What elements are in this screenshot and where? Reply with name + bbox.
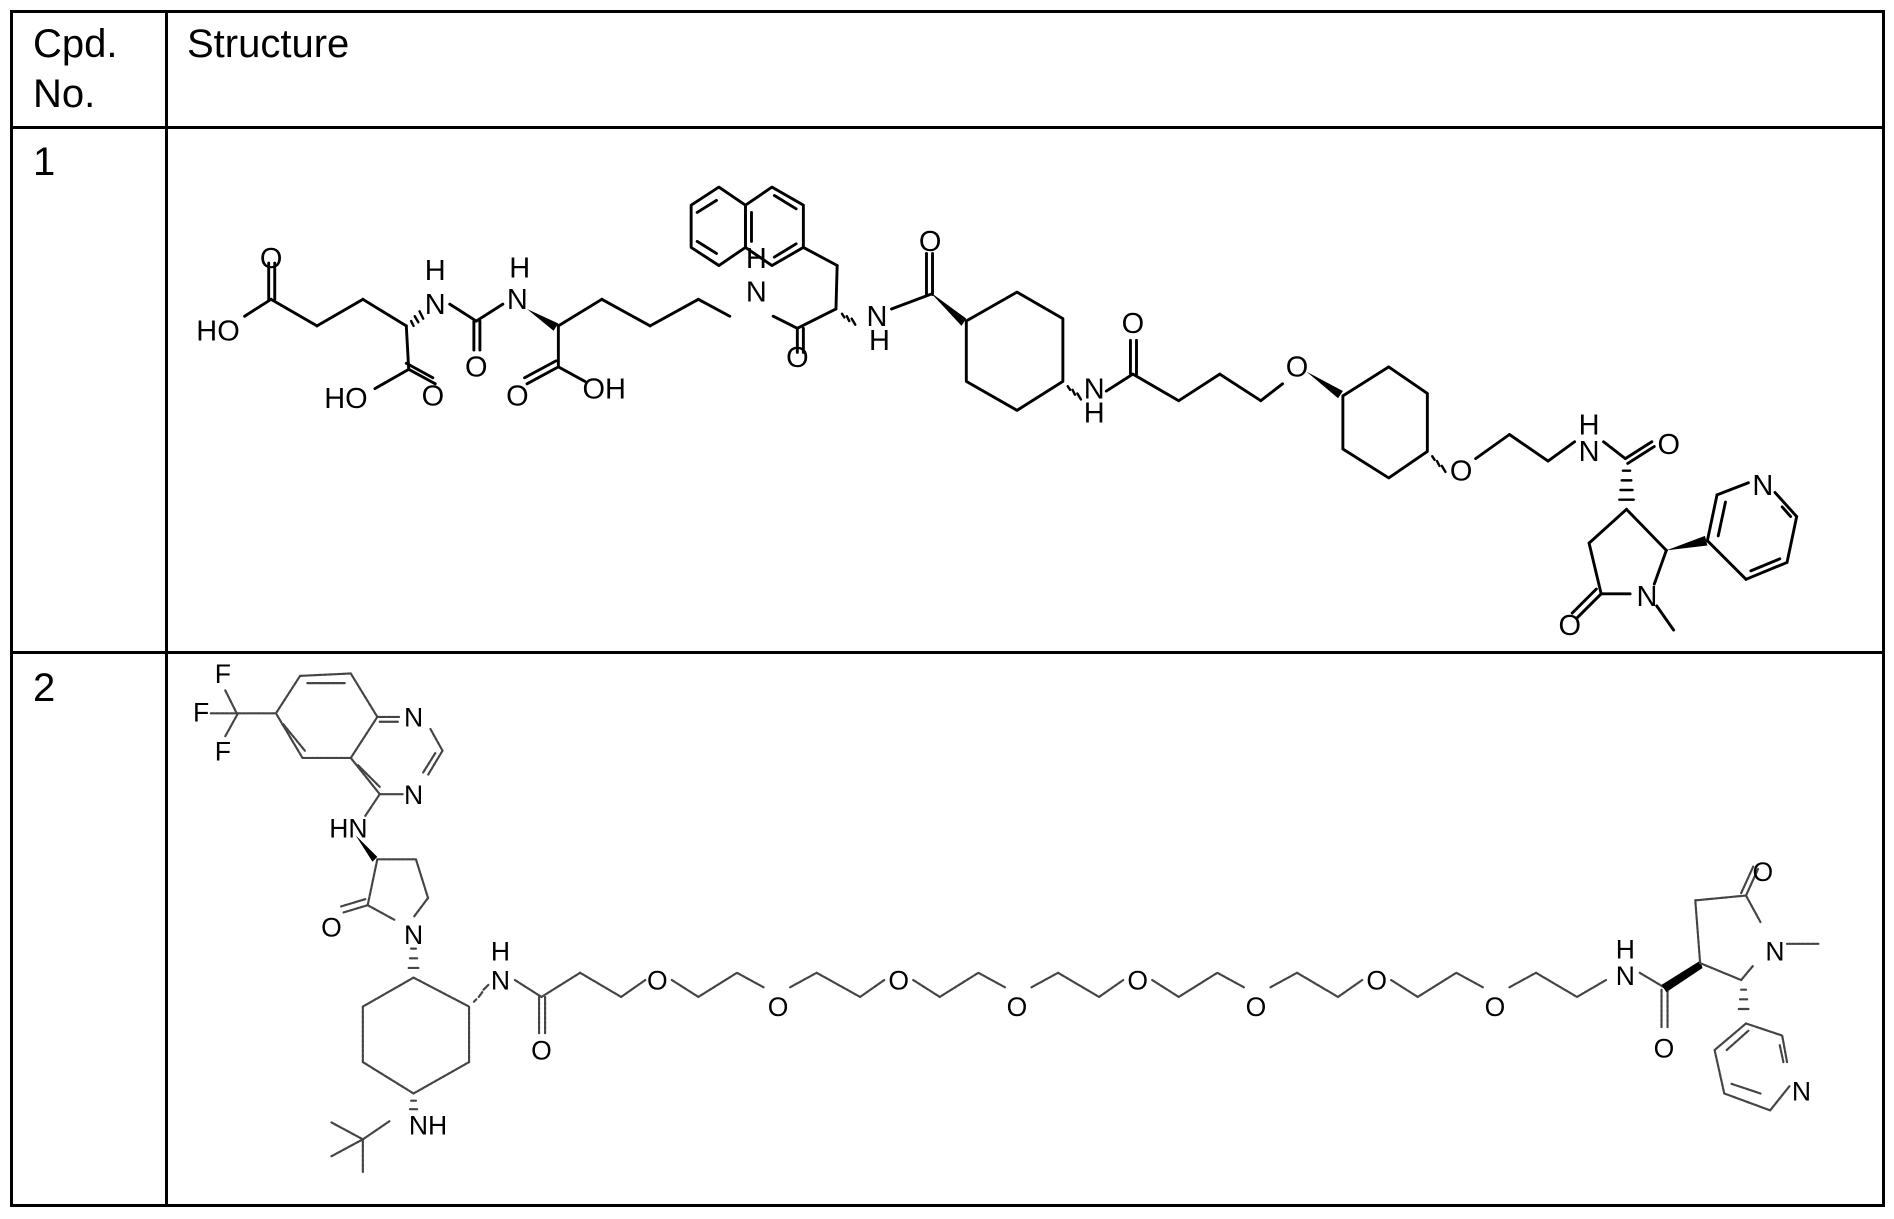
svg-text:O: O <box>1657 429 1680 461</box>
svg-text:H: H <box>509 253 530 285</box>
svg-text:N: N <box>491 966 510 996</box>
svg-text:H: H <box>869 325 890 357</box>
svg-text:O: O <box>1122 308 1145 340</box>
svg-text:O: O <box>919 226 942 258</box>
svg-text:O: O <box>1654 1033 1675 1063</box>
compound-2-atom-labels: F F F N N HN O N H N O O O O O O O O O N… <box>193 659 1811 1140</box>
header-structure: Structure <box>187 22 350 66</box>
svg-text:N: N <box>425 289 446 321</box>
svg-text:O: O <box>647 966 668 996</box>
svg-text:N: N <box>404 780 423 810</box>
header-cpd-line1: Cpd. <box>33 22 118 66</box>
svg-text:O: O <box>1485 992 1506 1022</box>
svg-text:O: O <box>422 381 445 413</box>
svg-text:N: N <box>867 301 888 333</box>
svg-text:H: H <box>425 255 446 287</box>
compound-2-structure <box>209 672 1820 1175</box>
svg-text:O: O <box>1007 992 1028 1022</box>
svg-text:O: O <box>1246 992 1267 1022</box>
svg-text:HO: HO <box>324 383 367 415</box>
header-cpd-no: Cpd. No. <box>33 19 118 119</box>
svg-text:O: O <box>531 1036 552 1066</box>
compound-1-atom-labels: O HO H N H N O HO O O OH H N O N H O O N… <box>196 226 1773 642</box>
svg-text:H: H <box>1084 397 1105 429</box>
svg-text:O: O <box>260 243 283 275</box>
svg-text:N: N <box>1579 436 1600 468</box>
svg-text:F: F <box>215 659 231 689</box>
row-divider <box>13 651 1882 654</box>
svg-text:N: N <box>404 703 423 733</box>
svg-text:N: N <box>507 284 528 316</box>
svg-text:N: N <box>404 920 423 950</box>
svg-text:NH: NH <box>409 1111 447 1141</box>
svg-text:N: N <box>1616 961 1635 991</box>
svg-text:F: F <box>193 698 209 728</box>
svg-text:O: O <box>321 913 342 943</box>
svg-text:H: H <box>1579 409 1600 441</box>
svg-text:O: O <box>1286 352 1309 384</box>
svg-text:O: O <box>888 966 909 996</box>
svg-text:N: N <box>1765 937 1784 967</box>
row-2-cpd-no: 2 <box>33 666 56 710</box>
svg-text:HN: HN <box>329 814 367 844</box>
svg-text:F: F <box>215 736 231 766</box>
svg-text:N: N <box>1792 1077 1811 1107</box>
column-divider <box>165 13 168 1204</box>
svg-text:O: O <box>465 352 488 384</box>
svg-text:HO: HO <box>196 315 239 347</box>
svg-text:O: O <box>506 381 529 413</box>
svg-text:N: N <box>1752 470 1773 502</box>
svg-text:H: H <box>1616 934 1635 964</box>
svg-text:OH: OH <box>583 373 626 405</box>
compound-table: Cpd. No. Structure 1 2 <box>10 10 1885 1207</box>
svg-text:O: O <box>1450 455 1473 487</box>
svg-text:O: O <box>1559 610 1582 642</box>
header-cpd-line2: No. <box>33 72 96 116</box>
svg-text:O: O <box>786 342 809 374</box>
header-row-divider <box>13 126 1882 129</box>
svg-text:N: N <box>1637 581 1658 613</box>
svg-text:O: O <box>1127 966 1148 996</box>
svg-text:H: H <box>746 243 767 275</box>
svg-text:O: O <box>1753 857 1774 887</box>
compound-1-structure <box>243 185 1799 632</box>
svg-text:H: H <box>491 937 510 967</box>
svg-text:N: N <box>746 277 767 309</box>
svg-text:O: O <box>1366 966 1387 996</box>
row-1-cpd-no: 1 <box>33 140 56 184</box>
svg-text:N: N <box>1084 373 1105 405</box>
svg-text:O: O <box>768 992 789 1022</box>
